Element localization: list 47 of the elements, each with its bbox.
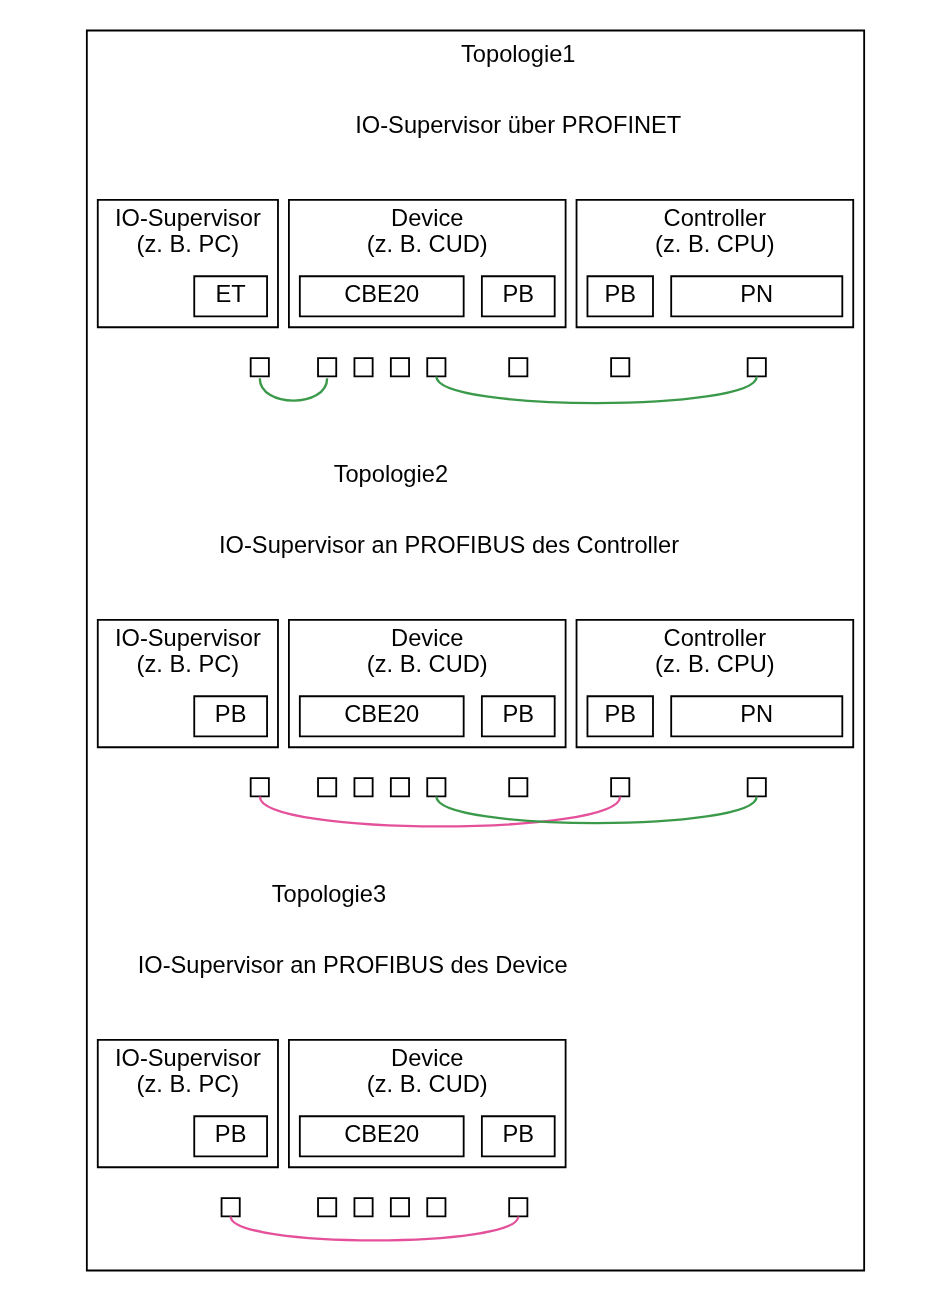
connector	[434, 375, 758, 405]
node-box	[316, 777, 337, 798]
node-box: PB	[480, 695, 556, 738]
label: Topologie2	[333, 461, 448, 488]
connector	[258, 795, 621, 828]
node-box	[746, 357, 767, 378]
node-box: PB	[586, 275, 654, 318]
node-box: PB	[480, 275, 556, 318]
node-box: PB	[586, 695, 654, 738]
node-box: PB	[192, 695, 268, 738]
node-box: ET	[192, 275, 268, 318]
node-box: CBE20	[298, 695, 465, 738]
node-box: PN	[669, 275, 843, 318]
node-box	[316, 1197, 337, 1218]
connector	[258, 377, 328, 402]
node-box	[425, 1197, 446, 1218]
node-box	[425, 777, 446, 798]
node-box	[507, 357, 528, 378]
node-box	[353, 777, 374, 798]
node-box: PB	[192, 1115, 268, 1158]
connector	[229, 1215, 519, 1242]
node-box: PN	[669, 695, 843, 738]
node-box	[353, 1197, 374, 1218]
node-box: CBE20	[298, 275, 465, 318]
node-box	[353, 357, 374, 378]
node-box	[316, 357, 337, 378]
label: Topologie1	[460, 41, 575, 68]
node-box	[746, 777, 767, 798]
node-box	[507, 777, 528, 798]
node-box: CBE20	[298, 1115, 465, 1158]
connector	[434, 795, 758, 825]
label: Topologie3	[271, 881, 386, 908]
label: IO-Supervisor an PROFIBUS des Device	[137, 952, 568, 979]
label: IO-Supervisor über PROFINET	[354, 112, 681, 139]
cluster	[85, 29, 865, 1272]
node-box	[249, 777, 270, 798]
node-box	[389, 777, 410, 798]
node-box	[389, 357, 410, 378]
node-box	[507, 1197, 528, 1218]
label: IO-Supervisor an PROFIBUS des Controller	[218, 532, 679, 559]
node-box	[609, 777, 630, 798]
node-box	[389, 1197, 410, 1218]
node-box	[425, 357, 446, 378]
node-box	[220, 1197, 241, 1218]
node-box: PB	[480, 1115, 556, 1158]
node-box	[609, 357, 630, 378]
node-box	[249, 357, 270, 378]
